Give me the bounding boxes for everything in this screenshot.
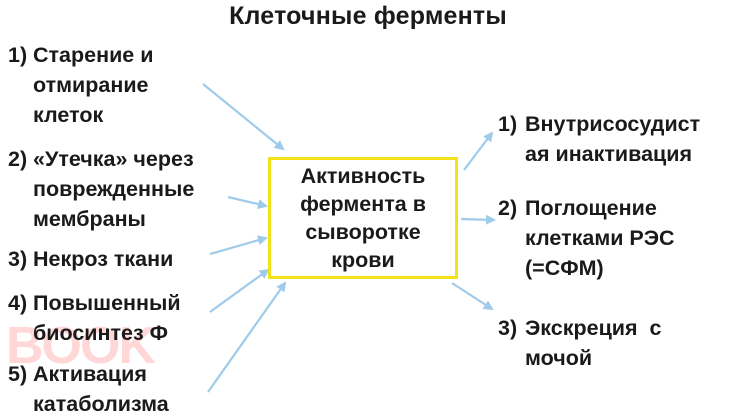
- source-item-1: 1) Старение и отмирание клеток: [8, 40, 153, 130]
- source-number: 2): [8, 147, 28, 171]
- outcome-text-line: клетками РЭС: [525, 226, 675, 250]
- source-number: 4): [8, 291, 28, 315]
- arrow-source-2: [227, 195, 268, 210]
- arrow-source-4: [209, 268, 270, 313]
- diagram-title: Клеточные ферменты: [229, 2, 507, 30]
- source-text-line: катаболизма: [33, 392, 169, 416]
- arrow-source-5: [207, 281, 287, 393]
- outcome-number: 2): [498, 196, 518, 220]
- center-text-line: фермента в: [300, 192, 426, 216]
- outcome-item-2: 2) Поглощение клетками РЭС (=СФМ): [498, 193, 675, 283]
- source-number: 1): [8, 43, 28, 67]
- outcome-text-line: Внутрисосудист: [525, 112, 701, 136]
- outcome-text-line: Экскреция с: [525, 316, 662, 340]
- outcome-number: 3): [498, 316, 518, 340]
- source-item-3: 3) Некроз ткани: [8, 244, 173, 274]
- source-text-line: Старение и: [33, 43, 154, 67]
- source-number: 3): [8, 247, 28, 271]
- arrow-source-1: [202, 83, 285, 151]
- source-text-line: Некроз ткани: [33, 247, 174, 271]
- source-item-4: 4) Повышенный биосинтез Ф: [8, 288, 181, 348]
- arrow-outcome-1: [463, 131, 494, 171]
- arrow-outcome-2: [460, 214, 496, 225]
- source-text-line: Активация: [33, 362, 147, 386]
- outcome-item-3: 3) Экскреция с мочой: [498, 313, 661, 373]
- source-text-line: Повышенный: [33, 291, 181, 315]
- center-text-line: Активность: [300, 164, 426, 188]
- outcome-text-line: ая инактивация: [525, 142, 693, 166]
- watermark-logo: BOOK: [6, 317, 156, 375]
- center-box: Активность фермента в сыворотке крови: [268, 157, 458, 279]
- source-number: 5): [8, 362, 28, 386]
- center-text-line: сыворотке: [305, 220, 421, 244]
- source-text-line: мембраны: [33, 207, 146, 231]
- arrow-outcome-3: [451, 282, 494, 311]
- source-text-line: «Утечка» через: [33, 147, 194, 171]
- outcome-text-line: Поглощение: [525, 196, 657, 220]
- outcome-number: 1): [498, 112, 518, 136]
- source-text-line: поврежденные: [33, 177, 195, 201]
- outcome-text-line: (=СФМ): [525, 256, 604, 280]
- source-text-line: отмирание: [33, 73, 149, 97]
- center-text-line: крови: [331, 248, 395, 272]
- source-text-line: клеток: [33, 103, 104, 127]
- source-text-line: биосинтез Ф: [33, 321, 169, 345]
- outcome-item-1: 1) Внутрисосудист ая инактивация: [498, 109, 700, 169]
- outcome-text-line: мочой: [525, 346, 593, 370]
- source-item-2: 2) «Утечка» через поврежденные мембраны: [8, 144, 194, 234]
- source-item-5: 5) Активация катаболизма: [8, 359, 169, 419]
- arrow-source-3: [209, 235, 268, 256]
